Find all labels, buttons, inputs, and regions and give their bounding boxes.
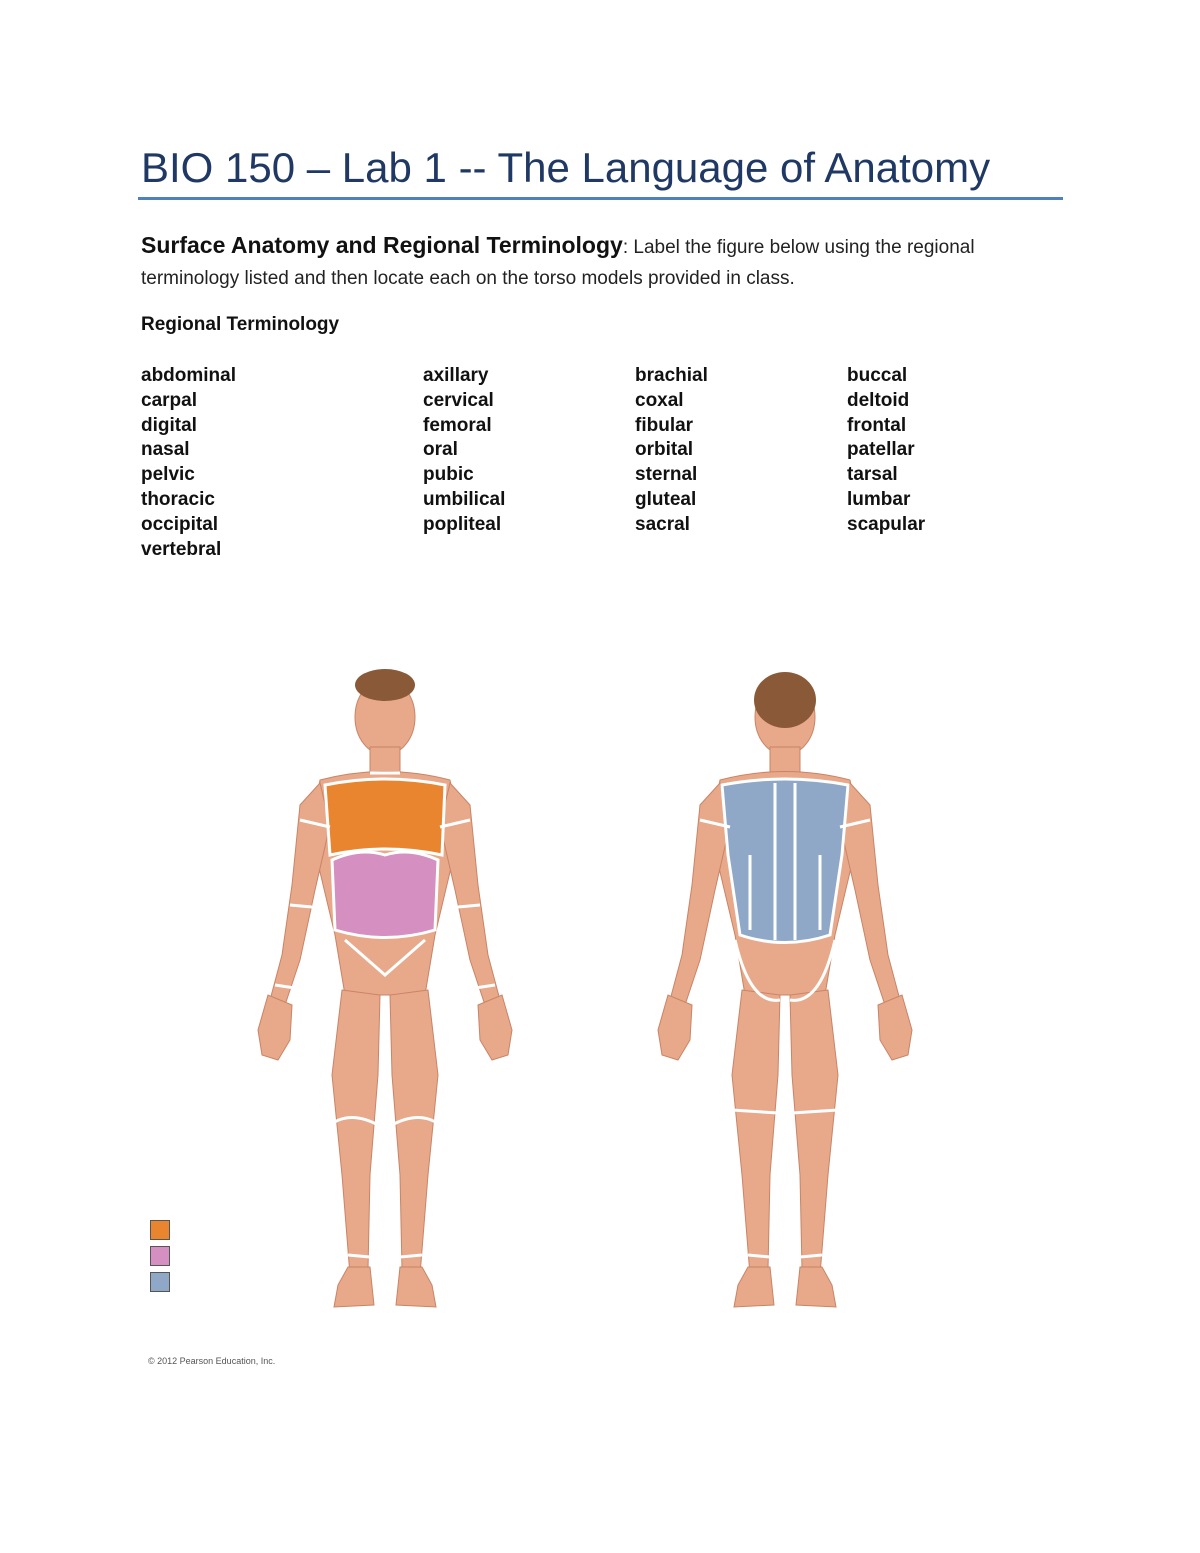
- term-item: pelvic: [141, 464, 195, 486]
- term-item: sternal: [635, 464, 698, 486]
- anterior-region-lines: [274, 771, 496, 1259]
- anatomy-figure: [257, 669, 913, 1308]
- term-item: frontal: [847, 414, 907, 436]
- term-item: tarsal: [847, 464, 898, 486]
- term-item: carpal: [141, 389, 197, 411]
- term-item: occipital: [141, 513, 219, 535]
- term-item: coxal: [635, 389, 684, 411]
- term-item: abdominal: [141, 365, 237, 386]
- term-item: orbital: [635, 439, 694, 461]
- term-item: fibular: [635, 414, 694, 436]
- term-item: scapular: [847, 513, 926, 535]
- term-column-3: brachial coxal fibular orbital sternal g…: [635, 364, 708, 538]
- copyright-notice: © 2012 Pearson Education, Inc.: [148, 1356, 276, 1366]
- term-item: axillary: [423, 365, 489, 386]
- term-column-4: buccal deltoid frontal patellar tarsal l…: [847, 364, 925, 538]
- term-item: femoral: [423, 414, 492, 436]
- term-item: brachial: [635, 365, 708, 386]
- term-item: patellar: [847, 439, 915, 461]
- intro-heading: Surface Anatomy and Regional Terminology: [141, 232, 623, 258]
- intro-paragraph: Surface Anatomy and Regional Terminology…: [141, 230, 1061, 294]
- term-item: gluteal: [635, 488, 697, 510]
- page-title: BIO 150 – Lab 1 -- The Language of Anato…: [141, 144, 991, 191]
- title-divider: [138, 197, 1063, 200]
- posterior-region-lines: [699, 783, 871, 1259]
- abdominal-region: [330, 850, 440, 939]
- posterior-body: [657, 678, 913, 1308]
- back-region: [720, 777, 850, 944]
- intro-colon: :: [622, 237, 629, 258]
- legend-swatch-blue: [150, 1272, 170, 1292]
- term-item: nasal: [141, 439, 190, 461]
- legend-swatch-pink: [150, 1246, 170, 1266]
- terminology-heading: Regional Terminology: [141, 314, 340, 335]
- term-item: umbilical: [423, 488, 506, 510]
- term-item: vertebral: [141, 538, 222, 560]
- anterior-hair: [355, 669, 415, 701]
- thoracic-region: [323, 777, 447, 857]
- term-item: popliteal: [423, 513, 502, 535]
- term-item: cervical: [423, 389, 494, 411]
- term-item: lumbar: [847, 488, 911, 510]
- term-item: pubic: [423, 464, 474, 486]
- term-item: buccal: [847, 365, 908, 386]
- term-item: deltoid: [847, 389, 910, 411]
- term-column-1: abdominal carpal digital nasal pelvic th…: [141, 364, 236, 562]
- intro-text: Label the figure below using the regiona…: [141, 237, 975, 289]
- term-item: sacral: [635, 513, 690, 535]
- term-item: thoracic: [141, 488, 215, 510]
- term-item: digital: [141, 414, 197, 436]
- term-item: oral: [423, 439, 458, 461]
- legend-swatch-orange: [150, 1220, 170, 1240]
- term-column-2: axillary cervical femoral oral pubic umb…: [423, 364, 505, 538]
- posterior-hair: [754, 672, 816, 728]
